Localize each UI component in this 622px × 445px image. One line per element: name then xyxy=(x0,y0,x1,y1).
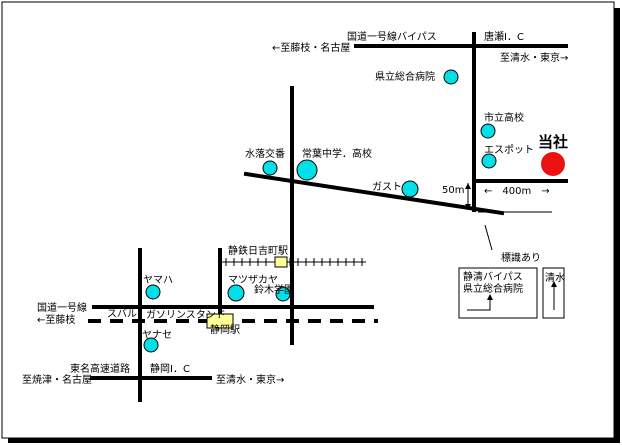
suzuki-marker xyxy=(275,286,291,302)
label-matsuzakaya: マツザカヤ xyxy=(228,274,278,286)
company-marker xyxy=(541,152,565,176)
sign-pointer xyxy=(484,224,493,251)
gusto-marker xyxy=(401,180,419,198)
sign-box-arrow-head xyxy=(487,294,493,300)
hiyoshicho-station-marker xyxy=(274,256,288,268)
landmarks xyxy=(143,69,497,353)
label-sign-shimizu: 清水 xyxy=(545,271,565,284)
label-gusto: ガスト xyxy=(372,181,402,193)
label-to-fujieda-short: ←至藤枝 xyxy=(37,313,75,326)
label-mizuochi: 水落交番 xyxy=(245,147,285,160)
roads xyxy=(90,32,568,402)
label-hiyoshicho-station: 静鉄日吉町駅 xyxy=(228,244,288,257)
label-company: 当社 xyxy=(538,133,568,151)
label-400m: ← 400m → xyxy=(484,186,550,197)
label-shizuoka-station: 静岡駅 xyxy=(210,323,240,336)
label-route1: 国道一号線 xyxy=(37,301,87,314)
shizuoka-station-marker xyxy=(206,313,234,329)
yamaha-marker xyxy=(145,284,161,300)
label-karase-ic: 唐瀬I．C xyxy=(484,30,524,43)
yanase-marker xyxy=(143,337,159,353)
label-50m: 50m xyxy=(442,185,464,196)
label-espot: エスポット xyxy=(484,144,534,156)
label-yanase: ヤナセ xyxy=(142,329,172,341)
espot-marker xyxy=(481,153,497,169)
label-city-high-school: 市立高校 xyxy=(484,111,524,124)
sign-box-arrow xyxy=(467,298,491,311)
city-high-marker xyxy=(480,123,496,139)
label-to-shimizu-tokyo-top: 至清水・東京→ xyxy=(500,51,568,64)
shizutetsu-railway xyxy=(222,258,366,266)
shimizu-arrow-head xyxy=(551,281,557,287)
label-shizuoka-ic: 静岡I．C xyxy=(150,362,190,375)
dist-50m-arrow-up xyxy=(465,183,471,189)
label-to-yaizu-nagoya: 至焼津・名古屋 xyxy=(22,373,92,386)
label-gas-station: ガソリンスタンド xyxy=(146,309,226,321)
label-to-shimizu-tokyo-bottom: 至清水・東京→ xyxy=(216,373,284,386)
label-sign-hospital: 県立総合病院 xyxy=(463,282,523,295)
label-subaru: スバル xyxy=(107,308,137,320)
label-route1-bypass: 国道一号線バイパス xyxy=(347,30,437,43)
label-shogyo-high: 常葉中学．高校 xyxy=(302,147,372,160)
diagonal-road xyxy=(243,171,505,216)
hospital-marker xyxy=(443,69,459,85)
label-prefectural-hospital: 県立総合病院 xyxy=(375,70,435,83)
label-sign-present: 標識あり xyxy=(501,251,541,264)
label-to-fujieda-nagoya: ←至藤枝・名古屋 xyxy=(272,41,350,54)
label-yamaha: ヤマハ xyxy=(143,275,173,286)
mizuochi-marker xyxy=(262,160,278,176)
dist-50m-arrow-down xyxy=(465,204,471,210)
label-tomei: 東名高速道路 xyxy=(70,362,130,375)
label-suzuki-school: 鈴木学園 xyxy=(254,283,294,296)
matsuzakaya-marker xyxy=(227,284,245,302)
map-frame xyxy=(1,1,615,439)
railway-ties xyxy=(225,258,363,266)
shogyo-marker xyxy=(296,159,318,181)
label-sign-bypass: 静清バイパス xyxy=(463,270,523,283)
